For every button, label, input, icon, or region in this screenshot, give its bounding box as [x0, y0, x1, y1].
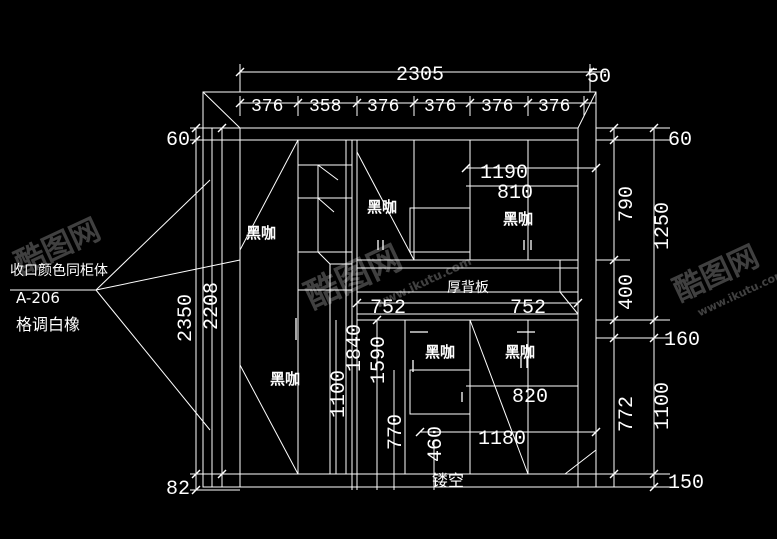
material-labels: 黑咖 黑咖 黑咖 黑咖 黑咖 黑咖 [246, 198, 535, 388]
dim-upper-total: 1250 [652, 202, 675, 250]
dim-module-5: 376 [481, 97, 513, 117]
dim-overall-width: 2305 [396, 64, 444, 87]
cabinet-frame [202, 91, 597, 488]
dim-module-6: 376 [538, 97, 570, 117]
right-upper-cabinet [356, 140, 579, 321]
dim-gap-height: 460 [425, 426, 448, 462]
edge-note: 收口颜色同柜体 A-206 格调白橡 [10, 179, 241, 431]
dim-module-4: 376 [424, 97, 456, 117]
label-black-coffee-upper-left: 黑咖 [367, 198, 397, 216]
dim-upper-inner-width: 810 [497, 182, 533, 205]
top-dimensions: 2305 50 376 358 376 376 376 376 [235, 64, 611, 117]
dim-module-2: 358 [309, 97, 341, 117]
dim-total-height: 2350 [175, 294, 198, 342]
note-material-name: 格调白橡 [16, 315, 80, 334]
right-lower-cabinet [404, 319, 597, 475]
dim-back-panel-right: 752 [510, 297, 546, 320]
label-black-coffee-upper-right: 黑咖 [503, 210, 533, 228]
dim-lower-height: 772 [616, 396, 639, 432]
left-dimensions: 60 82 2350 2208 [166, 123, 240, 501]
dim-drawer-height: 770 [385, 414, 408, 450]
dim-mid-lower-height: 1590 [368, 336, 391, 384]
dim-right-base: 150 [668, 472, 704, 495]
dim-lower-width: 1180 [478, 428, 526, 451]
right-dimensions: 60 790 1250 400 160 772 1100 150 [596, 123, 704, 495]
label-hollow: 镂空 [432, 471, 464, 490]
left-tall-cabinet [239, 139, 358, 490]
dim-right-top-cap: 60 [668, 129, 692, 152]
dim-cabinet-height: 2208 [201, 282, 224, 330]
label-black-coffee-tall-lower: 黑咖 [270, 370, 300, 388]
label-black-coffee-tall: 黑咖 [246, 224, 276, 242]
dim-left-lower-height: 1100 [328, 370, 351, 418]
dim-upper-height: 790 [616, 186, 639, 222]
note-edge-color: 收口颜色同柜体 [10, 262, 108, 279]
dim-middle-height: 400 [616, 274, 639, 310]
dim-left-top-cap: 60 [166, 129, 190, 152]
dim-back-panel-left: 752 [370, 297, 406, 320]
dim-left-tall-height: 1840 [344, 324, 367, 372]
dim-lower-total: 1100 [652, 382, 675, 430]
label-black-coffee-lower-left: 黑咖 [425, 343, 455, 361]
label-back-panel: 厚背板 [447, 280, 489, 296]
dim-upper-width: 1190 [480, 162, 528, 185]
dim-left-base: 82 [166, 478, 190, 501]
dim-right-offset: 50 [587, 66, 611, 89]
dim-shelf-height: 160 [664, 329, 700, 352]
note-material-code: A-206 [16, 289, 60, 307]
label-black-coffee-lower-right: 黑咖 [505, 343, 535, 361]
dim-module-3: 376 [367, 97, 399, 117]
dim-module-1: 376 [251, 97, 283, 117]
inner-dimensions: 1840 1100 1590 770 460 镂空 1190 810 752 7… [328, 140, 601, 490]
dim-lower-inner-width: 820 [512, 386, 548, 409]
